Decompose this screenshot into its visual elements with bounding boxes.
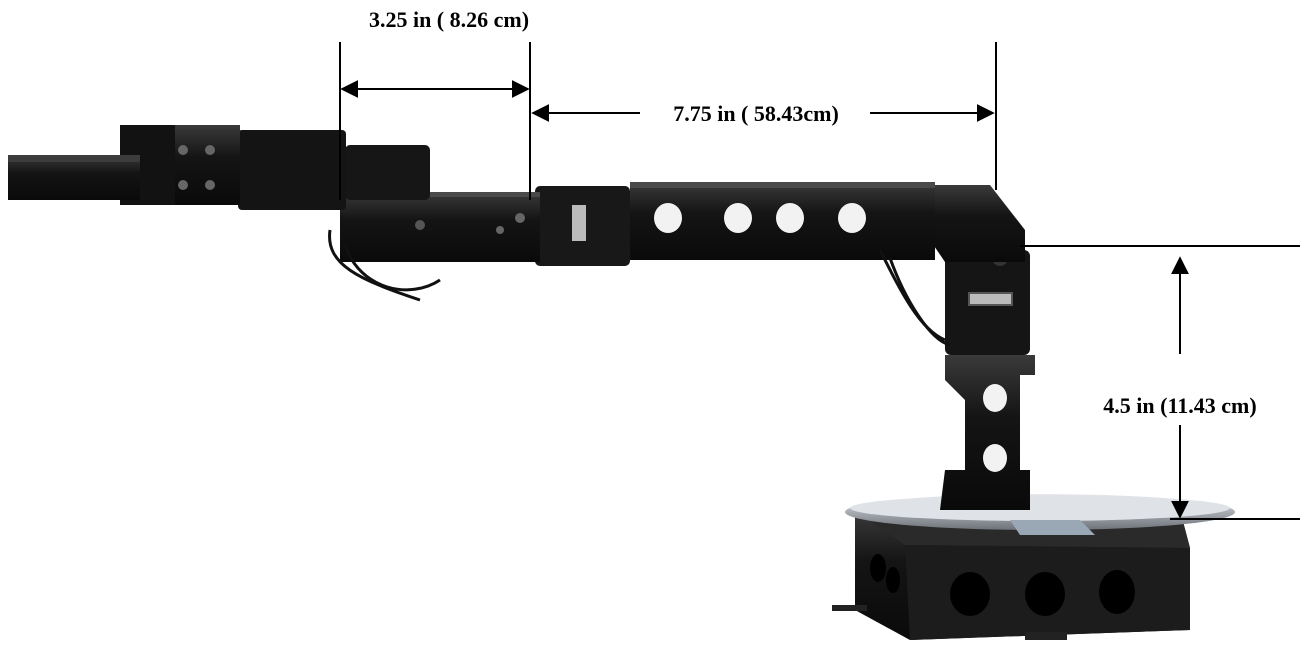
dimension-base-height: 4.5 in (11.43 cm): [1020, 245, 1300, 520]
base-foot: [1025, 632, 1067, 640]
forearm: [340, 192, 540, 262]
beam-hole: [838, 203, 866, 233]
base-hole: [1025, 572, 1065, 616]
dimension-upper-arm: 7.75 in ( 58.43cm): [531, 42, 997, 190]
dimension-forearm: 3.25 in ( 8.26 cm): [339, 7, 531, 200]
beam-hole: [776, 203, 804, 233]
dimension-label-base-height: 4.5 in (11.43 cm): [1103, 393, 1256, 418]
bracket-hole: [983, 384, 1007, 412]
shoulder-servo: [945, 250, 1030, 355]
dimension-label-upper-arm: 7.75 in ( 58.43cm): [673, 101, 839, 126]
wrist-servo: [345, 145, 430, 200]
elbow-servo: [535, 186, 630, 266]
dimension-label-forearm: 3.25 in ( 8.26 cm): [369, 7, 529, 32]
elbow-bracket: [930, 185, 1025, 262]
base-hole: [1099, 570, 1135, 614]
base-foot: [832, 605, 867, 611]
beam-hole: [654, 203, 682, 233]
base-hole: [870, 554, 886, 582]
bracket-hole: [983, 444, 1007, 472]
robot-arm: [8, 125, 1235, 640]
upper-arm-beam: [630, 182, 935, 260]
beam-hole: [724, 203, 752, 233]
wires: [328, 229, 951, 347]
gripper: [8, 125, 346, 210]
base-bracket: [940, 355, 1035, 510]
base-hole: [950, 572, 990, 616]
base-hole: [886, 567, 900, 593]
